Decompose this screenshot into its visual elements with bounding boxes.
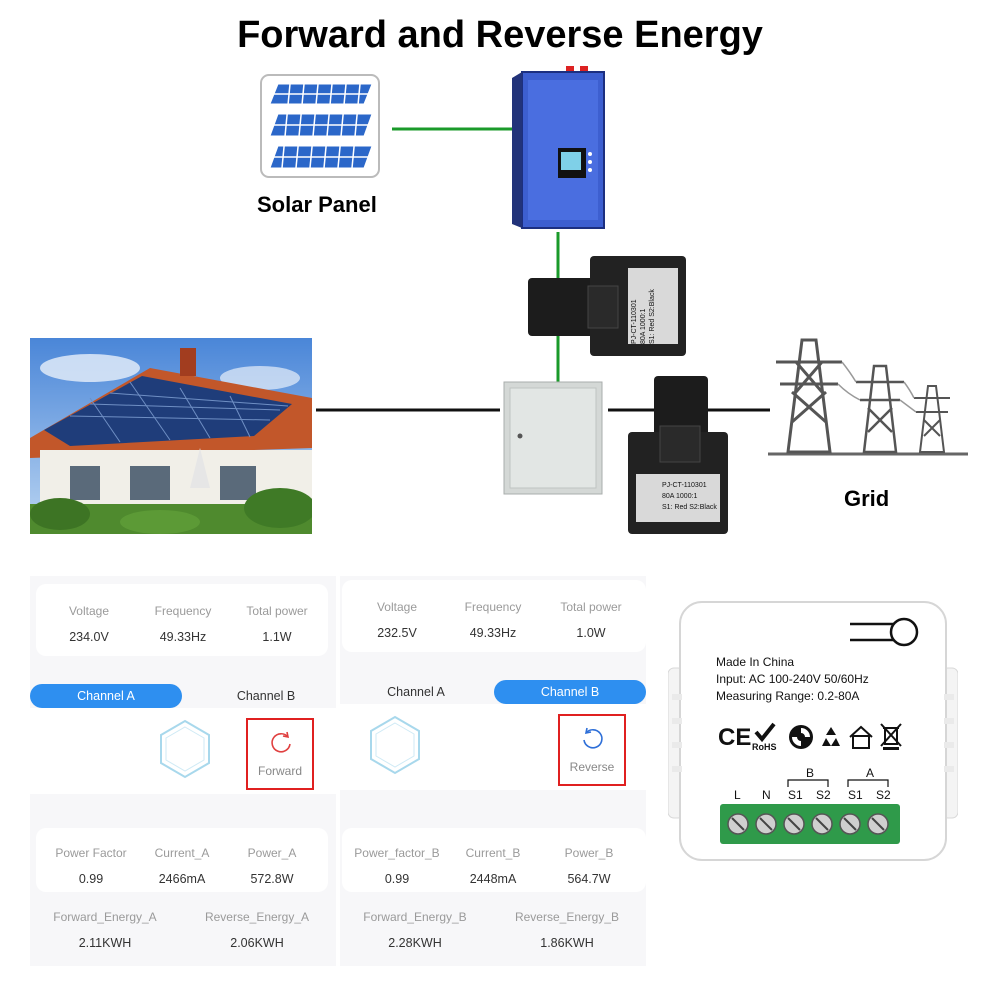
ct-upper-wiring: S1: Red S2:Black	[649, 289, 656, 344]
ct-upper-model: PJ-CT-110301	[631, 299, 638, 344]
current-label: Current_A	[154, 846, 210, 860]
ct-clamp-upper: PJ-CT-110301 80A 1000:1 S1: Red S2:Black	[528, 256, 688, 356]
ct-lower-rating: 80A 1000:1	[662, 493, 698, 500]
terminal-label-a-s2: S2	[876, 788, 891, 802]
reverse-label: Reverse	[569, 760, 615, 774]
power-factor-label: Power_factor_B	[354, 846, 440, 860]
rohs-check-icon	[754, 722, 776, 742]
power-tower-icon	[768, 332, 968, 460]
frequency-value: 49.33Hz	[469, 626, 517, 640]
current-value: 2466mA	[158, 872, 206, 886]
ct-lower-wiring: S1: Red S2:Black	[662, 504, 717, 511]
total-power-value: 1.1W	[262, 630, 292, 644]
hexagon-icon	[160, 719, 210, 779]
reverse-energy-label: Reverse_Energy_A	[204, 910, 310, 924]
module-input-text: Input: AC 100-240V 50/60Hz	[716, 672, 869, 686]
frequency-label: Frequency	[154, 604, 212, 618]
power-label: Power_A	[247, 846, 297, 860]
voltage-value: 232.5V	[377, 626, 417, 640]
voltage-label: Voltage	[68, 604, 110, 618]
solar-panel-label: Solar Panel	[257, 192, 377, 217]
forward-energy-label: Forward_Energy_B	[363, 910, 467, 924]
page-title: Forward and Reverse Energy	[237, 14, 763, 56]
total-power-label: Total power	[246, 604, 308, 618]
channel-b-detail-card: Power_factor_B 0.99 Current_B 2448mA Pow…	[342, 828, 646, 892]
forward-energy-value: 2.11KWH	[78, 936, 132, 950]
module-range-text: Measuring Range: 0.2-80A	[716, 689, 860, 703]
frequency-label: Frequency	[464, 600, 522, 614]
ce-mark: CE	[718, 724, 752, 751]
reverse-energy-value: 1.86KWH	[540, 936, 594, 950]
app-screen-channel-b: Voltage 232.5V Frequency 49.33Hz Total p…	[340, 576, 646, 966]
indoor-use-icon	[849, 725, 873, 749]
current-label: Current_B	[465, 846, 521, 860]
frequency-value: 49.33Hz	[159, 630, 207, 644]
certification-marks: CE RoHS	[718, 722, 918, 756]
app-screen-channel-a: Voltage 234.0V Frequency 49.33Hz Total p…	[30, 576, 336, 966]
reset-button-icon	[850, 617, 919, 647]
voltage-label: Voltage	[376, 600, 418, 614]
voltage-value: 234.0V	[69, 630, 109, 644]
tab-channel-a[interactable]: Channel A	[30, 684, 182, 708]
house-with-solar-roof-image	[30, 338, 316, 534]
summary-card: Voltage 234.0V Frequency 49.33Hz Total p…	[36, 584, 328, 656]
distribution-box	[500, 380, 606, 496]
channel-a-detail-card: Power Factor 0.99 Current_A 2466mA Power…	[36, 828, 328, 892]
reverse-direction-button[interactable]: Reverse	[558, 714, 626, 786]
power-label: Power_B	[564, 846, 614, 860]
tab-channel-a[interactable]: Channel A	[387, 685, 445, 699]
terminal-label-a-s1: S1	[848, 788, 863, 802]
weee-bin-icon	[880, 723, 902, 750]
recycle-icon	[822, 727, 840, 746]
power-value: 564.7W	[567, 872, 611, 886]
forward-refresh-icon	[271, 731, 291, 753]
power-factor-value: 0.99	[384, 872, 410, 886]
solar-panel-icon	[260, 74, 380, 178]
grid-label: Grid	[844, 486, 890, 511]
ct-upper-rating: 80A 1000:1	[640, 308, 647, 344]
power-value: 572.8W	[250, 872, 294, 886]
module-origin-text: Made In China	[716, 655, 795, 669]
reverse-energy-value: 2.06KWH	[230, 936, 284, 950]
current-value: 2448mA	[469, 872, 517, 886]
reverse-refresh-icon	[583, 727, 603, 749]
terminal-label-l: L	[734, 788, 741, 802]
hexagon-icon	[370, 715, 420, 775]
terminal-label-n: N	[762, 788, 771, 802]
terminal-label-b-s2: S2	[816, 788, 831, 802]
forward-energy-label: Forward_Energy_A	[53, 910, 157, 924]
total-power-label: Total power	[560, 600, 622, 614]
green-dot-icon	[789, 725, 813, 749]
tab-channel-b[interactable]: Channel B	[494, 680, 646, 704]
ct-lower-model: PJ-CT-110301	[662, 482, 707, 489]
forward-energy-value: 2.28KWH	[388, 936, 442, 950]
forward-label: Forward	[257, 764, 302, 778]
group-b-label: B	[806, 766, 815, 780]
total-power-value: 1.0W	[576, 626, 606, 640]
rohs-text: RoHS	[752, 742, 777, 752]
summary-card: Voltage 232.5V Frequency 49.33Hz Total p…	[342, 580, 646, 652]
power-factor-value: 0.99	[78, 872, 104, 886]
terminal-label-b-s1: S1	[788, 788, 803, 802]
power-factor-label: Power Factor	[55, 846, 127, 860]
grid-tie-inverter	[508, 66, 608, 234]
reverse-energy-label: Reverse_Energy_B	[514, 910, 620, 924]
group-a-label: A	[866, 766, 875, 780]
terminal-labels: L N S1 S2 S1 S2	[728, 788, 908, 804]
group-brackets	[787, 779, 889, 787]
tab-channel-b[interactable]: Channel B	[236, 689, 296, 703]
ct-clamp-lower: PJ-CT-110301 80A 1000:1 S1: Red S2:Black	[628, 376, 728, 534]
energy-meter-module: Made In China Input: AC 100-240V 50/60Hz…	[668, 598, 958, 864]
terminal-block	[720, 804, 900, 844]
forward-direction-button[interactable]: Forward	[246, 718, 314, 790]
